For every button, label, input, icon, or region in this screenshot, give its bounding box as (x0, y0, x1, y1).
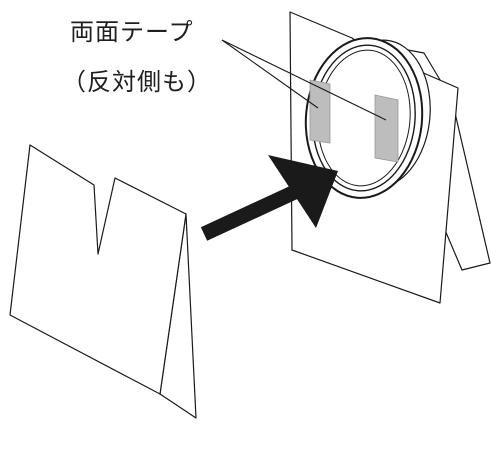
tape-piece-left (309, 79, 331, 144)
left-stand-front-panel (9, 144, 187, 395)
arrow-head (268, 155, 338, 228)
left-card-stand (9, 144, 197, 419)
leader-line-right-tape (221, 39, 387, 121)
tape-piece-right (374, 94, 399, 163)
round-disc (304, 37, 431, 199)
tape-label: 両面テープ (70, 18, 194, 46)
leader-line-left-tape (221, 39, 319, 109)
tape-label-note: （反対側も） (62, 68, 212, 96)
assembly-arrow (200, 155, 338, 241)
